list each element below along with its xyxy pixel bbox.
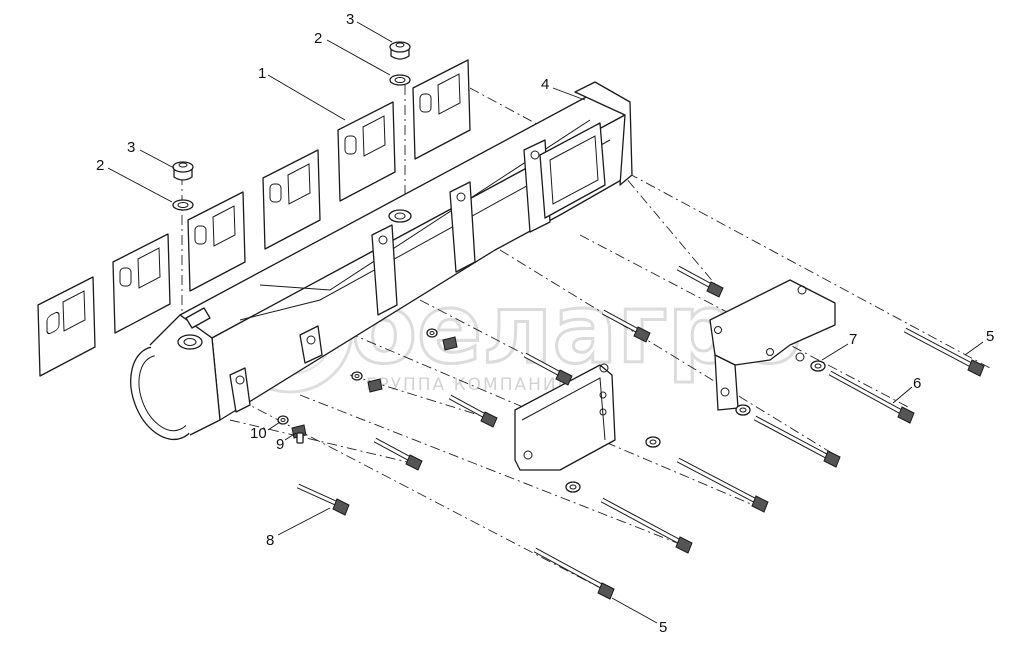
watermark-subtitle-text: ГРУППА КОМПАНИЙ <box>366 373 572 395</box>
manifold-strap-2 <box>449 181 476 273</box>
callout-4: 4 <box>541 76 549 93</box>
bolt-short-d <box>601 309 651 343</box>
screw-near-left <box>367 336 458 393</box>
callout-6: 6 <box>913 375 921 392</box>
bolt-short-a <box>373 437 423 471</box>
bolt-6 <box>828 370 915 424</box>
support-bracket-right <box>709 279 836 411</box>
callout-3-left: 3 <box>127 139 135 156</box>
gasket-2 <box>112 233 171 334</box>
plug-and-washer-top <box>389 41 411 86</box>
plug-and-washer-left <box>172 161 194 211</box>
callout-2-top: 2 <box>314 30 322 47</box>
callout-7: 7 <box>849 331 857 348</box>
part-callouts: 1 2 3 2 3 4 5 5 6 7 8 9 10 <box>96 11 994 636</box>
callout-5-right: 5 <box>986 328 994 345</box>
callout-5-bottom: 5 <box>659 619 667 636</box>
bolt-center-a <box>676 457 769 513</box>
callout-8: 8 <box>266 532 274 549</box>
bolts <box>291 265 985 600</box>
support-bracket-center <box>514 363 616 471</box>
bolt-long-right <box>903 327 985 377</box>
washers <box>277 328 826 493</box>
gasket-4 <box>262 149 321 250</box>
bolt-long-bottom <box>533 547 615 600</box>
exhaust-manifold <box>130 81 633 441</box>
bolt-8 <box>296 483 350 516</box>
bolt-short-c <box>523 352 573 386</box>
gasket-5 <box>337 101 396 202</box>
screw-9 <box>291 424 307 444</box>
gasket-1 <box>37 276 96 377</box>
callout-2-left: 2 <box>96 157 104 174</box>
manifold-strap-1 <box>371 224 398 316</box>
gasket-set <box>37 59 471 377</box>
bolt-center-b <box>600 497 693 554</box>
bolt-short-e <box>676 265 724 298</box>
gasket-3 <box>187 191 246 292</box>
callout-10: 10 <box>250 425 267 442</box>
bolt-mid-right <box>753 415 841 468</box>
callout-1: 1 <box>258 65 266 82</box>
leader-lines <box>107 21 984 624</box>
callout-9: 9 <box>276 436 284 453</box>
gasket-6 <box>412 59 471 160</box>
callout-3-top: 3 <box>346 11 354 28</box>
bolt-short-b <box>448 394 498 428</box>
